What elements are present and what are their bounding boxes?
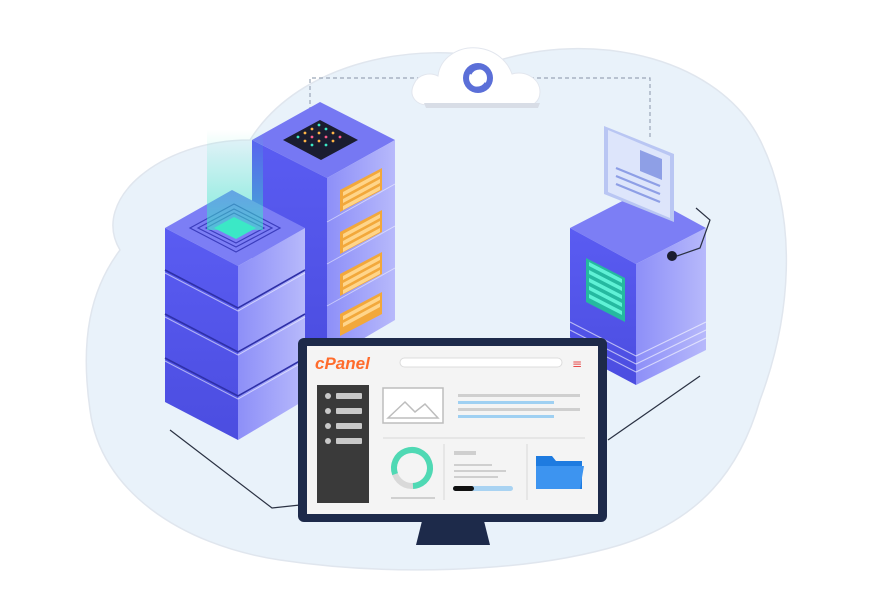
hamburger-menu-icon[interactable]: ≡ [572,357,582,371]
monitor: cPanel ≡ [298,338,607,545]
progress-fill [453,486,474,491]
sidebar-item-1[interactable] [325,393,331,399]
folder-icon[interactable] [536,456,584,489]
port-icon [667,251,677,261]
cloud-icon [411,47,541,108]
glow-beam [207,130,263,230]
progress-bar [453,486,513,491]
search-input[interactable] [399,357,563,368]
sidebar-items [325,393,362,444]
floor-outline [169,429,301,509]
short-server-tower [164,130,306,440]
stats-block [454,451,506,478]
document-card [604,126,674,222]
sidebar-item-2[interactable] [325,408,331,414]
teal-vent-panel [586,258,625,322]
top-vent-panel [283,120,358,160]
floor-outline-right [607,375,701,441]
cpanel-logo: cPanel [315,354,371,373]
content-lines [458,394,580,418]
donut-chart-icon [391,447,433,489]
monitor-stand [416,521,490,545]
sidebar-item-3[interactable] [325,423,331,429]
stripe-panel [340,168,382,336]
image-placeholder-icon [382,387,444,424]
vent-dots [296,123,342,147]
sidebar-item-4[interactable] [325,438,331,444]
